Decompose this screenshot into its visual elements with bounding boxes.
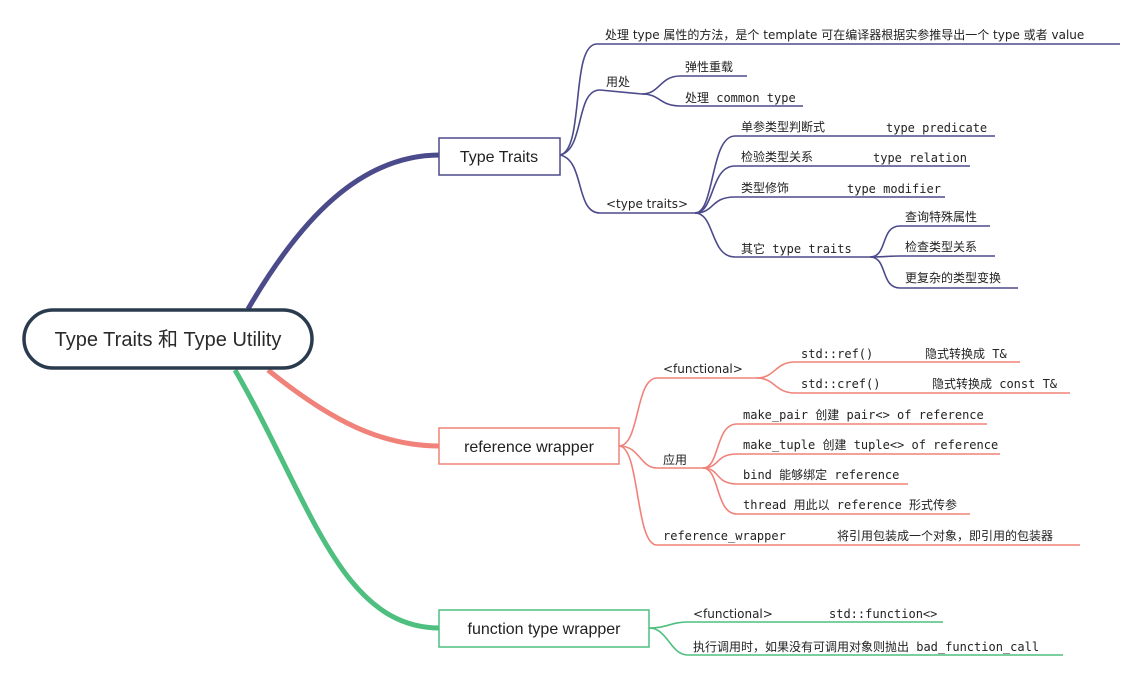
other-item-special: 查询特殊属性 — [905, 209, 977, 224]
std-function-label: std::function<> — [829, 607, 937, 621]
ref-usage-label: 应用 — [663, 452, 687, 467]
usage-item-common-type: 处理 common type — [685, 91, 796, 105]
type-traits-label: Type Traits — [460, 149, 538, 166]
fn-functional-label: <functional> — [693, 607, 773, 621]
modifier-value: type modifier — [847, 182, 941, 196]
link-root-reference-wrapper — [266, 368, 441, 449]
ref-usage-bind: bind 能够绑定 reference — [743, 467, 899, 482]
link-root-function-wrapper — [232, 368, 441, 631]
std-cref-value: 隐式转换成 const T& — [932, 376, 1058, 391]
type-traits-node[interactable] — [438, 137, 561, 176]
other-item-transform: 更复杂的类型变换 — [905, 270, 1001, 285]
std-ref-value: 隐式转换成 T& — [925, 346, 1007, 361]
predicate-label: 单参类型判断式 — [741, 119, 825, 134]
function-wrapper-label: function type wrapper — [468, 621, 622, 638]
type-traits-header-label: <type traits> — [606, 197, 688, 211]
reference-wrapper-label: reference wrapper — [464, 439, 595, 456]
std-ref-label: std::ref() — [801, 347, 873, 361]
ref-usage-make-pair: make_pair 创建 pair<> of reference — [743, 408, 984, 422]
rw-label: reference_wrapper — [663, 529, 786, 543]
reference-wrapper-links — [618, 361, 1080, 546]
std-cref-label: std::cref() — [801, 377, 880, 391]
ref-usage-make-tuple: make_tuple 创建 tuple<> of reference — [743, 438, 998, 452]
rw-value: 将引用包装成一个对象，即引用的包装器 — [837, 528, 1053, 543]
ref-functional-label: <functional> — [663, 362, 743, 376]
relation-label: 检验类型关系 — [741, 149, 813, 164]
usage-item-overload: 弹性重载 — [685, 60, 733, 74]
ref-usage-thread: thread 用此以 reference 形式传参 — [743, 497, 957, 512]
type-traits-desc: 处理 type 属性的方法，是个 template 可在编译器根据实参推导出一个… — [605, 27, 1084, 42]
usage-label: 用处 — [606, 75, 630, 89]
type-traits-links — [559, 43, 1120, 289]
other-item-relation: 检查类型关系 — [905, 239, 977, 254]
root-node[interactable] — [22, 308, 314, 370]
predicate-value: type predicate — [886, 121, 987, 135]
root-title: Type Traits 和 Type Utility — [55, 328, 282, 351]
link-root-type-traits — [245, 152, 441, 311]
relation-value: type relation — [873, 151, 967, 165]
function-wrapper-node[interactable] — [438, 609, 650, 648]
function-wrapper-links — [648, 621, 1063, 656]
fn-note: 执行调用时，如果没有可调用对象则抛出 bad_function_call — [693, 639, 1039, 654]
modifier-label: 类型修饰 — [741, 180, 789, 195]
other-traits-label: 其它 type traits — [741, 241, 852, 256]
